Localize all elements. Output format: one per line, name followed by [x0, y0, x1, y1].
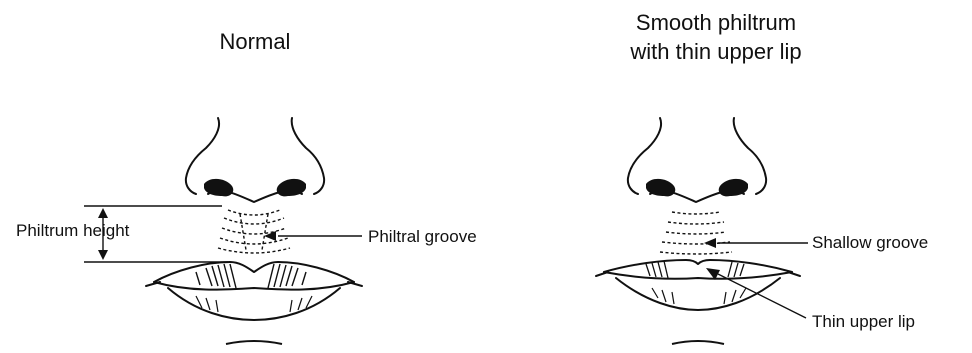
label-philtrum-height: Philtrum height — [16, 221, 129, 241]
normal-mouth-line — [154, 282, 354, 290]
smooth-right-corner — [788, 272, 800, 276]
shallow-groove-arrowhead — [704, 238, 716, 248]
label-thin-upper-lip: Thin upper lip — [812, 312, 915, 332]
panel-normal: Normal — [0, 0, 486, 353]
philtrum-height-arrow-up — [98, 208, 108, 218]
label-philtral-groove: Philtral groove — [368, 227, 477, 247]
smooth-chin-line — [672, 341, 724, 344]
smooth-philtrum-ridges — [660, 212, 732, 254]
normal-upper-lip-outline — [154, 262, 354, 282]
normal-face-illustration — [0, 0, 486, 353]
smooth-upper-lip-shading — [646, 261, 744, 278]
normal-philtrum-ridges — [218, 210, 290, 253]
normal-lower-lip-outline — [168, 288, 340, 320]
label-shallow-groove: Shallow groove — [812, 233, 928, 253]
panel-smooth-philtrum: Smooth philtrum with thin upper lip — [486, 0, 972, 353]
smooth-mouth-line — [604, 272, 792, 279]
smooth-lower-lip-outline — [616, 278, 780, 310]
smooth-face-illustration — [486, 0, 972, 353]
thin-upper-lip-pointer-line — [718, 274, 806, 318]
smooth-left-corner — [596, 272, 608, 276]
normal-upper-lip-shading — [196, 264, 306, 288]
smooth-upper-lip-outline — [604, 260, 792, 272]
normal-lower-lip-shading — [196, 296, 312, 312]
smooth-lower-lip-shading — [652, 288, 746, 304]
philtrum-height-arrow-down — [98, 250, 108, 260]
normal-chin-line — [226, 341, 282, 344]
